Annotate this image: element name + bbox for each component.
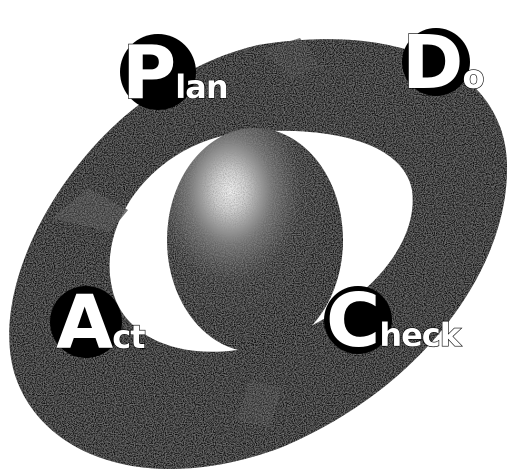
stage-rest: o (462, 58, 483, 96)
stage-initial: A (56, 280, 113, 366)
stage-rest: ct (112, 318, 145, 356)
center-sphere (167, 128, 343, 352)
stage-initial: C (326, 278, 379, 364)
stage-initial: D (402, 20, 462, 106)
stage-initial: P (122, 30, 175, 116)
stage-label-plan: Plan (122, 30, 228, 116)
stage-rest: heck (379, 316, 461, 354)
stage-label-do: Do (402, 20, 483, 106)
stage-rest: lan (175, 68, 227, 106)
stage-label-act: Act (56, 280, 145, 366)
